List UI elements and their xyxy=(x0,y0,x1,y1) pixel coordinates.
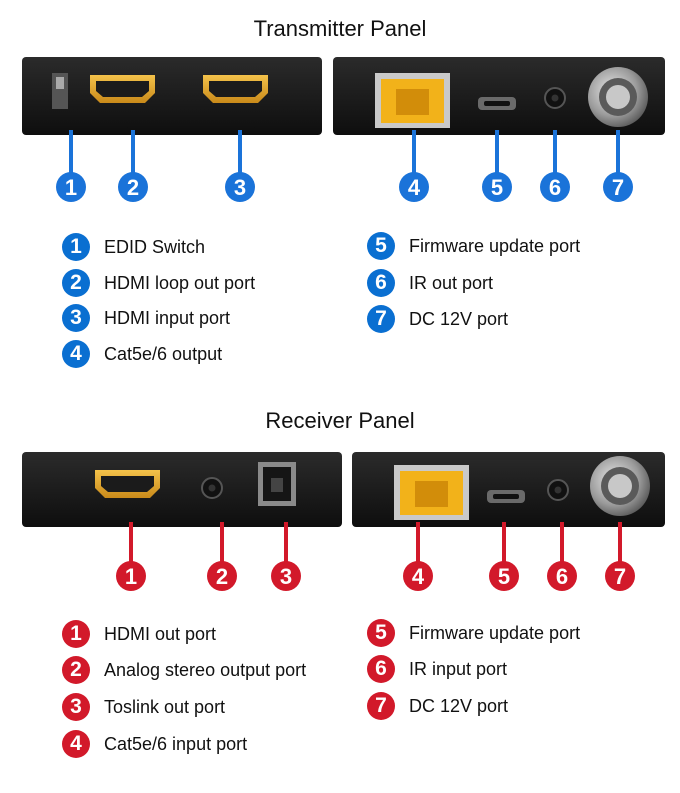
receiver-legend-left: 1 HDMI out port 2 Analog stereo output por… xyxy=(62,620,362,760)
callout-badge xyxy=(540,172,570,202)
callout-number: 2 xyxy=(127,175,139,200)
legend-label: Toslink out port xyxy=(104,697,226,717)
dc-power-connector-icon xyxy=(588,67,648,127)
legend-label: Firmware update port xyxy=(409,623,581,643)
number-badge: 2 xyxy=(62,656,90,684)
legend-label: Analog stereo output port xyxy=(104,660,307,680)
receiver-panel-diagram: 1 2 3 4 5 6 7 xyxy=(22,452,665,591)
callout-badge xyxy=(56,172,86,202)
transmitter-panel-diagram: 1 2 3 4 5 6 7 xyxy=(22,57,665,202)
rj45-port-icon xyxy=(375,73,450,128)
callout-badge xyxy=(605,561,635,591)
legend-label: EDID Switch xyxy=(104,237,206,257)
callout-badge xyxy=(225,172,255,202)
edid-switch-icon xyxy=(52,73,68,109)
callout-number: 2 xyxy=(216,564,228,589)
number-badge: 5 xyxy=(367,619,395,647)
callout-number: 5 xyxy=(498,564,510,589)
callout-number: 1 xyxy=(65,175,77,200)
callout-number: 7 xyxy=(614,564,626,589)
callout-badge xyxy=(547,561,577,591)
callout-badge xyxy=(399,172,429,202)
legend-label: IR out port xyxy=(409,273,494,293)
transmitter-legend-left: 1 EDID Switch 2 HDMI loop out port 3 HDMI i… xyxy=(62,233,362,373)
hdmi-input-port-icon xyxy=(203,75,268,103)
callout-number: 5 xyxy=(491,175,503,200)
ir-jack-icon xyxy=(547,479,569,501)
dc-power-connector-icon xyxy=(590,456,650,516)
legend-label: DC 12V port xyxy=(409,696,509,716)
callout-badge xyxy=(489,561,519,591)
number-badge: 1 xyxy=(62,620,90,648)
callout-number: 7 xyxy=(612,175,624,200)
callout-badge xyxy=(116,561,146,591)
number-badge: 4 xyxy=(62,730,90,758)
hdmi-out-port-icon xyxy=(95,470,160,498)
audio-jack-icon xyxy=(201,477,223,499)
callout-number: 3 xyxy=(234,175,246,200)
legend-label: HDMI input port xyxy=(104,308,231,328)
hdmi-loop-out-port-icon xyxy=(90,75,155,103)
legend-label: HDMI loop out port xyxy=(104,273,256,293)
number-badge: 6 xyxy=(367,655,395,683)
callout-badge xyxy=(482,172,512,202)
callout-number: 6 xyxy=(556,564,568,589)
number-badge: 3 xyxy=(62,693,90,721)
callout-badge xyxy=(403,561,433,591)
number-badge: 3 xyxy=(62,304,90,332)
toslink-port-icon xyxy=(258,462,296,506)
number-badge: 5 xyxy=(367,232,395,260)
legend-label: DC 12V port xyxy=(409,309,509,329)
legend-label: Firmware update port xyxy=(409,236,581,256)
number-badge: 7 xyxy=(367,692,395,720)
number-badge: 4 xyxy=(62,340,90,368)
receiver-panel-title: Receiver Panel xyxy=(265,408,415,433)
legend-label: Cat5e/6 input port xyxy=(104,734,248,754)
legend-label: HDMI out port xyxy=(104,624,217,644)
number-badge: 6 xyxy=(367,269,395,297)
rj45-port-icon xyxy=(394,465,469,520)
number-badge: 1 xyxy=(62,233,90,261)
micro-usb-port-icon xyxy=(487,490,525,503)
callout-number: 4 xyxy=(412,564,425,589)
callout-badge xyxy=(603,172,633,202)
transmitter-panel-title: Transmitter Panel xyxy=(253,16,427,41)
ir-jack-icon xyxy=(544,87,566,109)
callout-badge xyxy=(118,172,148,202)
legend-label: IR input port xyxy=(409,659,508,679)
legend-label: Cat5e/6 output xyxy=(104,344,223,364)
number-badge: 2 xyxy=(62,269,90,297)
number-badge: 7 xyxy=(367,305,395,333)
receiver-legend-right: 5 Firmware update port 6 IR input port 7 DC… xyxy=(367,619,667,729)
callout-number: 6 xyxy=(549,175,561,200)
callout-badge xyxy=(207,561,237,591)
callout-number: 3 xyxy=(280,564,292,589)
micro-usb-port-icon xyxy=(478,97,516,110)
callout-number: 1 xyxy=(125,564,137,589)
callout-number: 4 xyxy=(408,175,421,200)
callout-badge xyxy=(271,561,301,591)
transmitter-legend-right: 5 Firmware update port 6 IR out port 7 DC 1… xyxy=(367,232,667,342)
